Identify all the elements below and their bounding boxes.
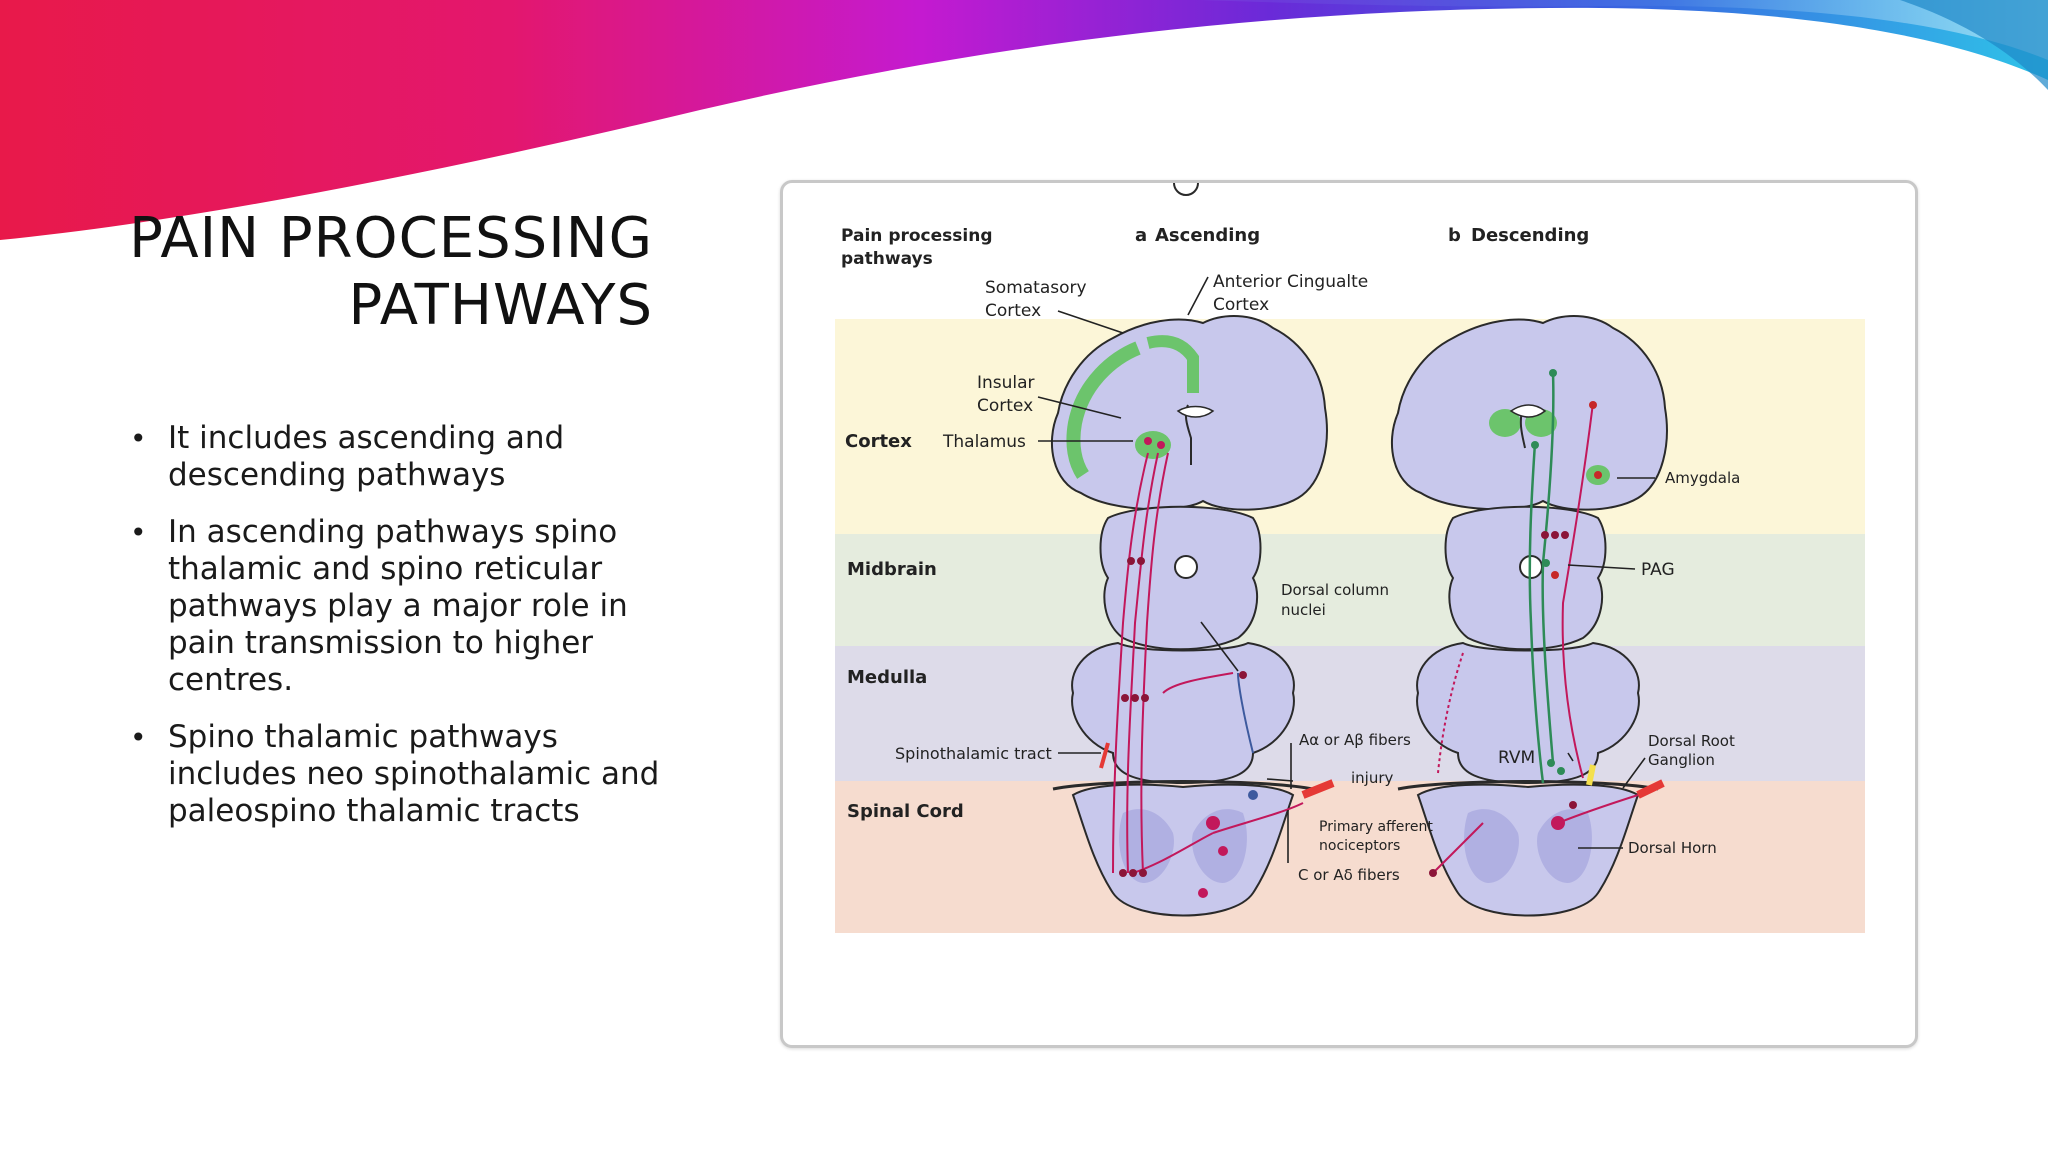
label-primary-2: nociceptors: [1319, 838, 1400, 854]
descending-anatomy: [1391, 315, 1668, 917]
figure-diagram: Pain processing pathways a Ascending b D…: [835, 183, 1865, 933]
band-label-cortex: Cortex: [845, 431, 912, 452]
label-primary-1: Primary afferent: [1319, 819, 1433, 835]
label-somatosensory-2: Cortex: [985, 301, 1041, 321]
label-rvm: RVM: [1498, 748, 1535, 768]
label-spinothalamic: Spinothalamic tract: [895, 744, 1052, 763]
label-dorsal-column-1: Dorsal column: [1281, 581, 1389, 599]
label-dorsal-horn: Dorsal Horn: [1628, 839, 1717, 857]
label-acc-2: Cortex: [1213, 295, 1269, 315]
spinal-cord-band: [835, 781, 1865, 933]
label-insular-2: Cortex: [977, 396, 1033, 416]
bullet-text: In ascending pathways spino thalamic and…: [168, 514, 628, 698]
label-dorsal-column-2: nuclei: [1281, 601, 1326, 619]
medulla-band: [835, 646, 1865, 781]
label-injury: injury: [1351, 769, 1394, 787]
title-line-2: PATHWAYS: [348, 273, 653, 338]
bullet-dot-icon: •: [130, 422, 147, 455]
bullet-item: • Spino thalamic pathways includes neo sp…: [128, 719, 668, 830]
bullet-list: • It includes ascending and descending pa…: [128, 420, 668, 850]
label-a-fibers: Aα or Aβ fibers: [1299, 731, 1411, 749]
callout-lines: [1037, 276, 1655, 863]
header-a-letter: a: [1135, 225, 1147, 246]
label-insular-1: Insular: [977, 373, 1035, 393]
pain-pathways-figure: Pain processing pathways a Ascending b D…: [780, 180, 1918, 1048]
header-b-letter: b: [1448, 225, 1461, 246]
title-line-1: PAIN PROCESSING: [129, 206, 653, 271]
label-c-fibers: C or Aδ fibers: [1298, 866, 1400, 884]
band-label-spinal-cord: Spinal Cord: [847, 801, 964, 822]
figure-header-left-2: pathways: [841, 249, 933, 269]
label-pag: PAG: [1641, 560, 1675, 580]
slide-title: PAIN PROCESSING PATHWAYS: [53, 205, 653, 339]
label-acc-1: Anterior Cingualte: [1213, 272, 1368, 292]
bullet-item: • It includes ascending and descending pa…: [128, 420, 668, 494]
band-label-midbrain: Midbrain: [847, 559, 937, 580]
decorative-swoosh: [0, 0, 2048, 240]
label-amygdala: Amygdala: [1665, 469, 1740, 487]
bullet-item: • In ascending pathways spino thalamic an…: [128, 514, 668, 699]
label-drg-1: Dorsal Root: [1648, 732, 1735, 750]
figure-header-left-1: Pain processing: [841, 226, 993, 246]
header-descending: Descending: [1471, 225, 1589, 246]
header-ascending: Ascending: [1155, 225, 1260, 246]
bullet-text: It includes ascending and descending pat…: [168, 420, 565, 493]
bullet-dot-icon: •: [130, 721, 147, 754]
midbrain-band: [835, 534, 1865, 646]
label-thalamus: Thalamus: [942, 432, 1026, 452]
cortex-band: [835, 319, 1865, 534]
bullet-dot-icon: •: [130, 516, 147, 549]
label-drg-2: Ganglion: [1648, 751, 1715, 769]
band-label-medulla: Medulla: [847, 667, 927, 688]
label-somatosensory-1: Somatasory: [985, 278, 1087, 298]
bullet-text: Spino thalamic pathways includes neo spi…: [168, 719, 660, 829]
ascending-anatomy: [1051, 183, 1335, 917]
